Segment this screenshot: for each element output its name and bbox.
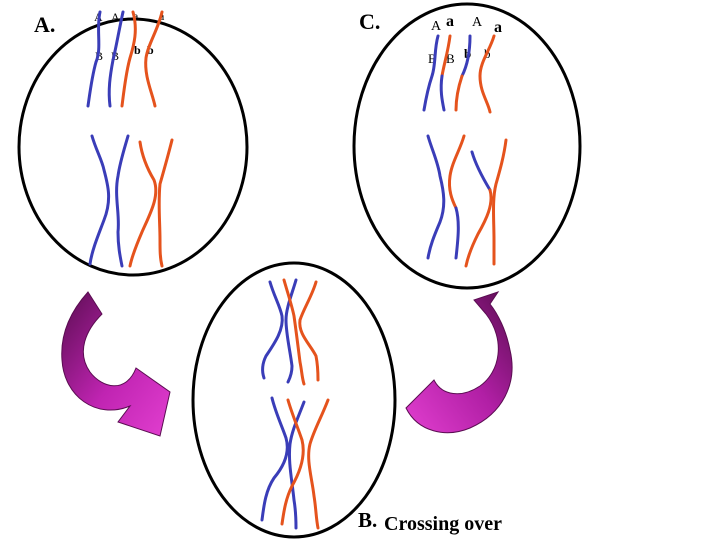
chromatid-maternal	[426, 134, 446, 260]
cell-outline	[352, 2, 582, 290]
chromatid-maternal	[440, 34, 452, 78]
caption: Crossing over	[384, 513, 502, 535]
gene-label: B	[446, 51, 455, 66]
chromatid-paternal	[464, 188, 493, 268]
chromatid-maternal	[439, 74, 446, 112]
chromatid-paternal	[460, 34, 472, 78]
panel-label: C.	[359, 9, 380, 34]
chromatid-paternal	[157, 138, 174, 268]
chromatid-paternal	[454, 74, 464, 112]
panel-a: A. A A a a B B b b	[17, 9, 249, 277]
chromatid-paternal	[492, 138, 508, 266]
cell-outline	[17, 17, 249, 277]
chromatid-maternal	[261, 280, 284, 380]
gene-label: A	[472, 15, 483, 30]
chromatid-paternal	[478, 34, 496, 114]
curved-arrow-right	[405, 291, 513, 434]
panel-label: B.	[358, 508, 377, 532]
chromatid-paternal	[280, 398, 305, 526]
gene-label: A	[431, 19, 442, 34]
gene-label: B	[428, 51, 437, 66]
chromatid-maternal	[448, 134, 466, 210]
chromatid-paternal	[128, 140, 158, 268]
panel-c: C. A a A a B B b b	[352, 2, 582, 290]
chromatid-paternal	[298, 280, 320, 382]
gene-label: a	[494, 19, 502, 36]
chromatid-maternal	[115, 134, 130, 268]
chromatid-maternal	[422, 34, 440, 112]
panel-label: A.	[34, 12, 55, 37]
chromatid-paternal	[144, 10, 164, 108]
chromatid-maternal	[88, 134, 111, 266]
chromatid-maternal	[260, 396, 289, 522]
gene-label: b	[134, 43, 141, 57]
chromatid-paternal	[470, 150, 492, 192]
chromatid-maternal	[454, 206, 460, 260]
gene-label: a	[133, 9, 139, 23]
curved-arrow-left	[61, 291, 171, 437]
chromatid-paternal	[307, 398, 330, 530]
chromatid-paternal	[120, 10, 137, 108]
panel-b: B. Crossing over	[191, 261, 502, 539]
chromatid-paternal	[282, 278, 306, 386]
chromatid-maternal	[86, 10, 102, 108]
gene-label: b	[147, 43, 154, 57]
gene-label: a	[446, 13, 454, 30]
cell-outline	[191, 261, 397, 539]
chromatid-maternal	[107, 10, 125, 108]
gene-label: A	[111, 10, 120, 24]
